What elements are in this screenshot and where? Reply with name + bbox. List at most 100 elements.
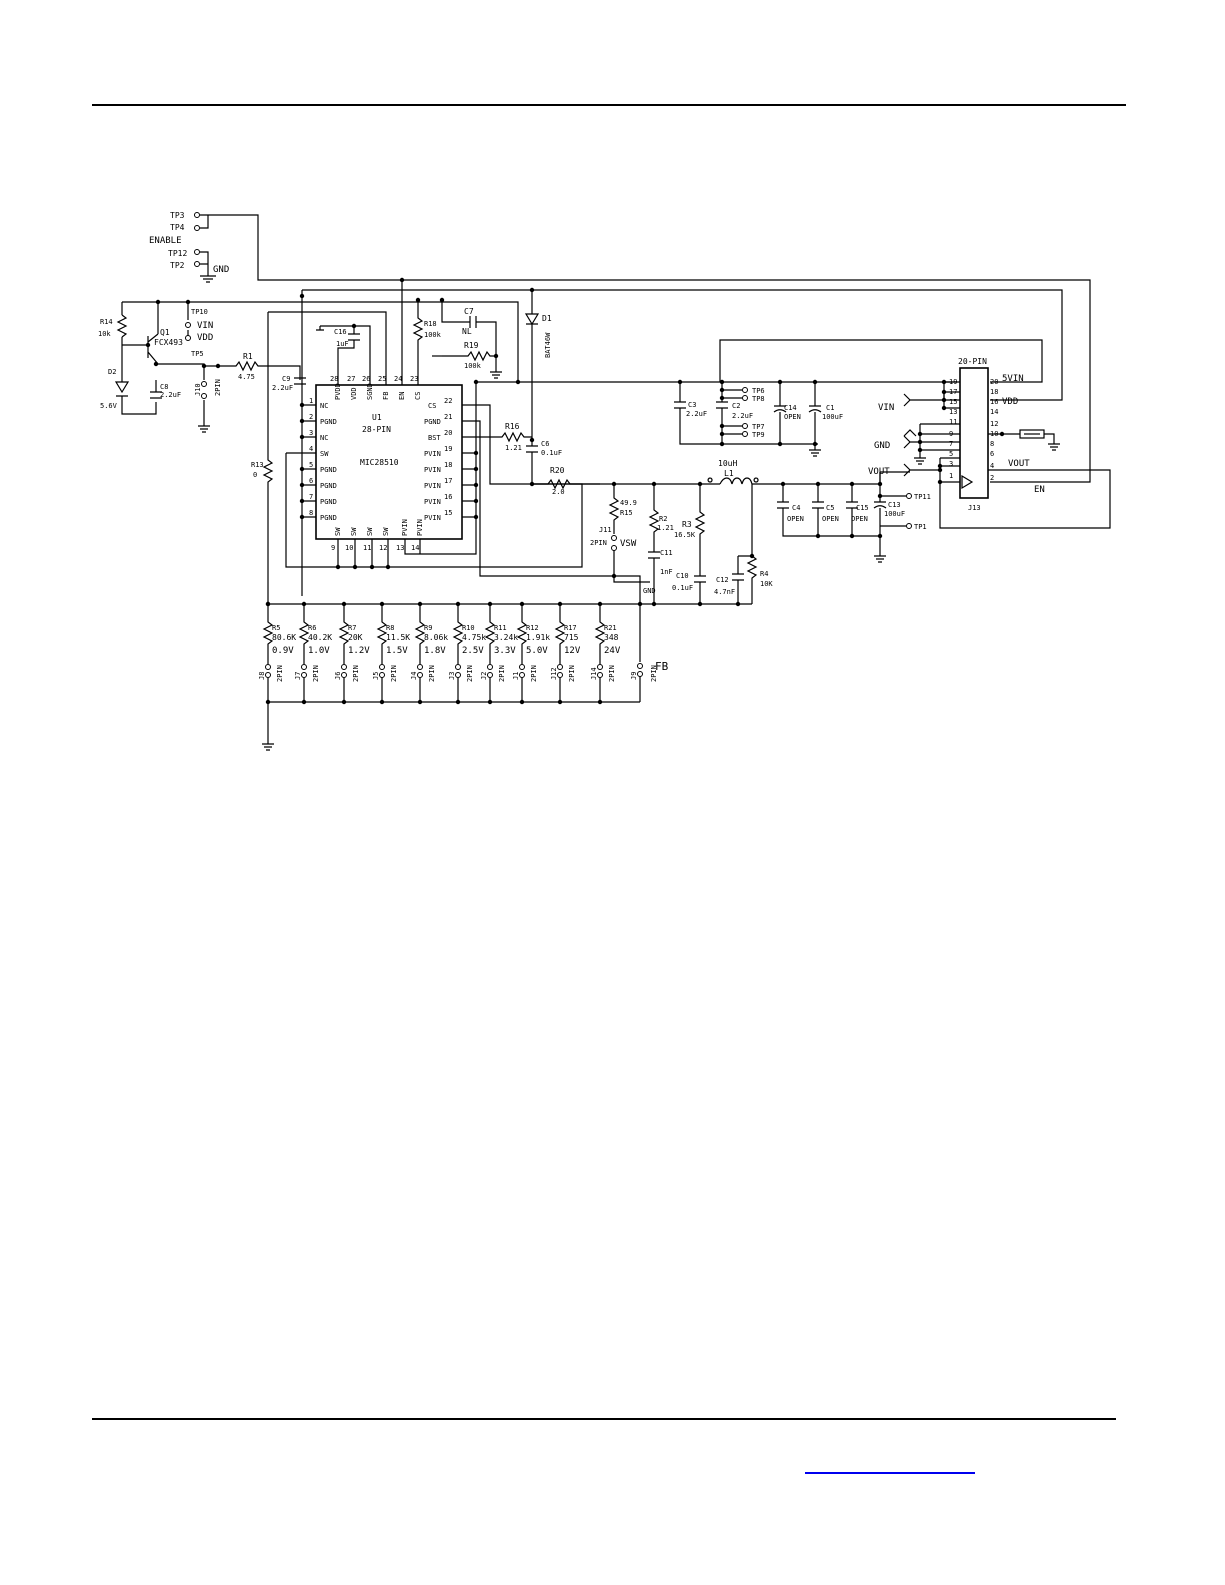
ic-u1-body (315, 384, 463, 540)
fb-jumper-pin[interactable] (379, 672, 385, 678)
c1-value: 100uF (822, 413, 843, 421)
j10-pin-a[interactable] (201, 381, 207, 387)
j10-pin-b[interactable] (201, 393, 207, 399)
connector-en: EN (1034, 485, 1045, 495)
output-capacitors: C4 OPEN C5 OPEN C15 OPEN C13 100uF TP11 … (777, 472, 931, 563)
r15-label: R15 (620, 509, 633, 517)
fb-jumper-pin[interactable] (341, 664, 347, 670)
fb-voltage-label: 24V (604, 646, 621, 656)
ic-ref: U1 (372, 413, 382, 422)
gnd-input-label: GND (874, 441, 890, 451)
tp3-pin[interactable] (194, 212, 200, 218)
fb-jumper-label: J2 (480, 672, 488, 680)
fb-jumper-pin[interactable] (301, 672, 307, 678)
tp10-pin[interactable] (185, 322, 191, 328)
c7-label: C7 (464, 307, 474, 316)
fb-voltage-label: 2.5V (462, 646, 484, 656)
fb-jumper-pin[interactable] (455, 672, 461, 678)
ic-left-num-6: 6 (309, 477, 313, 485)
r3-label: R3 (682, 520, 692, 529)
ic-right-num-16: 16 (444, 493, 452, 501)
c14-value: OPEN (784, 413, 801, 421)
tp9-label: TP9 (752, 431, 765, 439)
ic-bottom-num-13: 13 (396, 544, 404, 552)
fb-jumper-pin[interactable] (417, 672, 423, 678)
tp6-pin[interactable] (742, 387, 748, 393)
c6-label: C6 (541, 440, 549, 448)
r19-value: 100k (464, 362, 482, 370)
fb-jumper-pin[interactable] (487, 664, 493, 670)
fb-jumper-pin[interactable] (519, 664, 525, 670)
tp2-label: TP2 (170, 261, 185, 270)
ic-right-num-22: 22 (444, 397, 452, 405)
r14-value: 10k (98, 330, 111, 338)
fb-jumper-pin[interactable] (597, 672, 603, 678)
j9-pin-b[interactable] (637, 671, 643, 677)
fb-jumper-pin[interactable] (379, 664, 385, 670)
q1-part: FCX493 (154, 338, 183, 347)
fb-jumper-pin-count: 2PIN (568, 665, 576, 682)
vout-input-label: VOUT (868, 467, 890, 477)
ic-top-num-28: 28 (330, 375, 338, 383)
tp12-pin[interactable] (194, 249, 200, 255)
fb-jumper-pin[interactable] (455, 664, 461, 670)
j9-pin-a[interactable] (637, 663, 643, 669)
small-gnd-label: GND (643, 587, 656, 595)
j10-label: J10 (194, 383, 202, 396)
conn-left-13: 13 (949, 408, 957, 416)
fb-voltage-label: 3.3V (494, 646, 516, 656)
d1-part: BAT46W (544, 332, 552, 358)
conn-left-9: 9 (949, 430, 953, 438)
fb-resistor-value: 20K (348, 633, 363, 642)
j11-pin-a[interactable] (611, 535, 617, 541)
fb-jumper-pin[interactable] (487, 672, 493, 678)
ic-bottom-num-10: 10 (345, 544, 353, 552)
c5-value: OPEN (822, 515, 839, 523)
ic-left-pin-7: PGND (320, 498, 337, 506)
footer-link-underline[interactable] (805, 1472, 975, 1474)
c8-label: C8 (160, 383, 168, 391)
ic-bottom-pin-14: PVIN (416, 519, 424, 536)
c13-value: 100uF (884, 510, 905, 518)
tp11-pin[interactable] (906, 493, 912, 499)
conn-right-8: 8 (990, 440, 994, 448)
r15-value: 49.9 (620, 499, 637, 507)
fb-voltage-label: 5.0V (526, 646, 548, 656)
fb-voltage-label: 0.9V (272, 646, 294, 656)
tp8-pin[interactable] (742, 395, 748, 401)
vdd-pin[interactable] (185, 335, 191, 341)
fb-jumper-pin[interactable] (417, 664, 423, 670)
tp7-pin[interactable] (742, 423, 748, 429)
fb-jumper-pin[interactable] (265, 672, 271, 678)
j9-label: J9 (630, 672, 638, 680)
fb-jumper-pin[interactable] (557, 672, 563, 678)
ic-left-pin-2: PGND (320, 418, 337, 426)
ic-left-pin-8: PGND (320, 514, 337, 522)
c7-value: NL (462, 327, 472, 336)
c2-value: 2.2uF (732, 412, 753, 420)
tp2-pin[interactable] (194, 261, 200, 267)
fb-jumper-pin[interactable] (265, 664, 271, 670)
fb-jumper-pin[interactable] (301, 664, 307, 670)
ic-left-pin-5: PGND (320, 466, 337, 474)
ic-bottom-num-9: 9 (331, 544, 335, 552)
gnd-label: GND (213, 265, 229, 275)
fb-jumper-pin[interactable] (557, 664, 563, 670)
ic-right-pin-16: PVIN (424, 498, 441, 506)
tp7-label: TP7 (752, 423, 765, 431)
tp9-pin[interactable] (742, 431, 748, 437)
conn-right-16: 16 (990, 398, 998, 406)
tp12-label: TP12 (168, 249, 187, 258)
tp1-pin[interactable] (906, 523, 912, 529)
fb-jumper-pin[interactable] (519, 672, 525, 678)
c13-label: C13 (888, 501, 901, 509)
r18-label: R18 (424, 320, 437, 328)
fb-voltage-label: 12V (564, 646, 581, 656)
tp4-pin[interactable] (194, 225, 200, 231)
fb-jumper-pin[interactable] (341, 672, 347, 678)
j11-label: J11 (599, 526, 612, 534)
j11-pin-b[interactable] (611, 545, 617, 551)
fb-jumper-pin[interactable] (597, 664, 603, 670)
c5-label: C5 (826, 504, 834, 512)
